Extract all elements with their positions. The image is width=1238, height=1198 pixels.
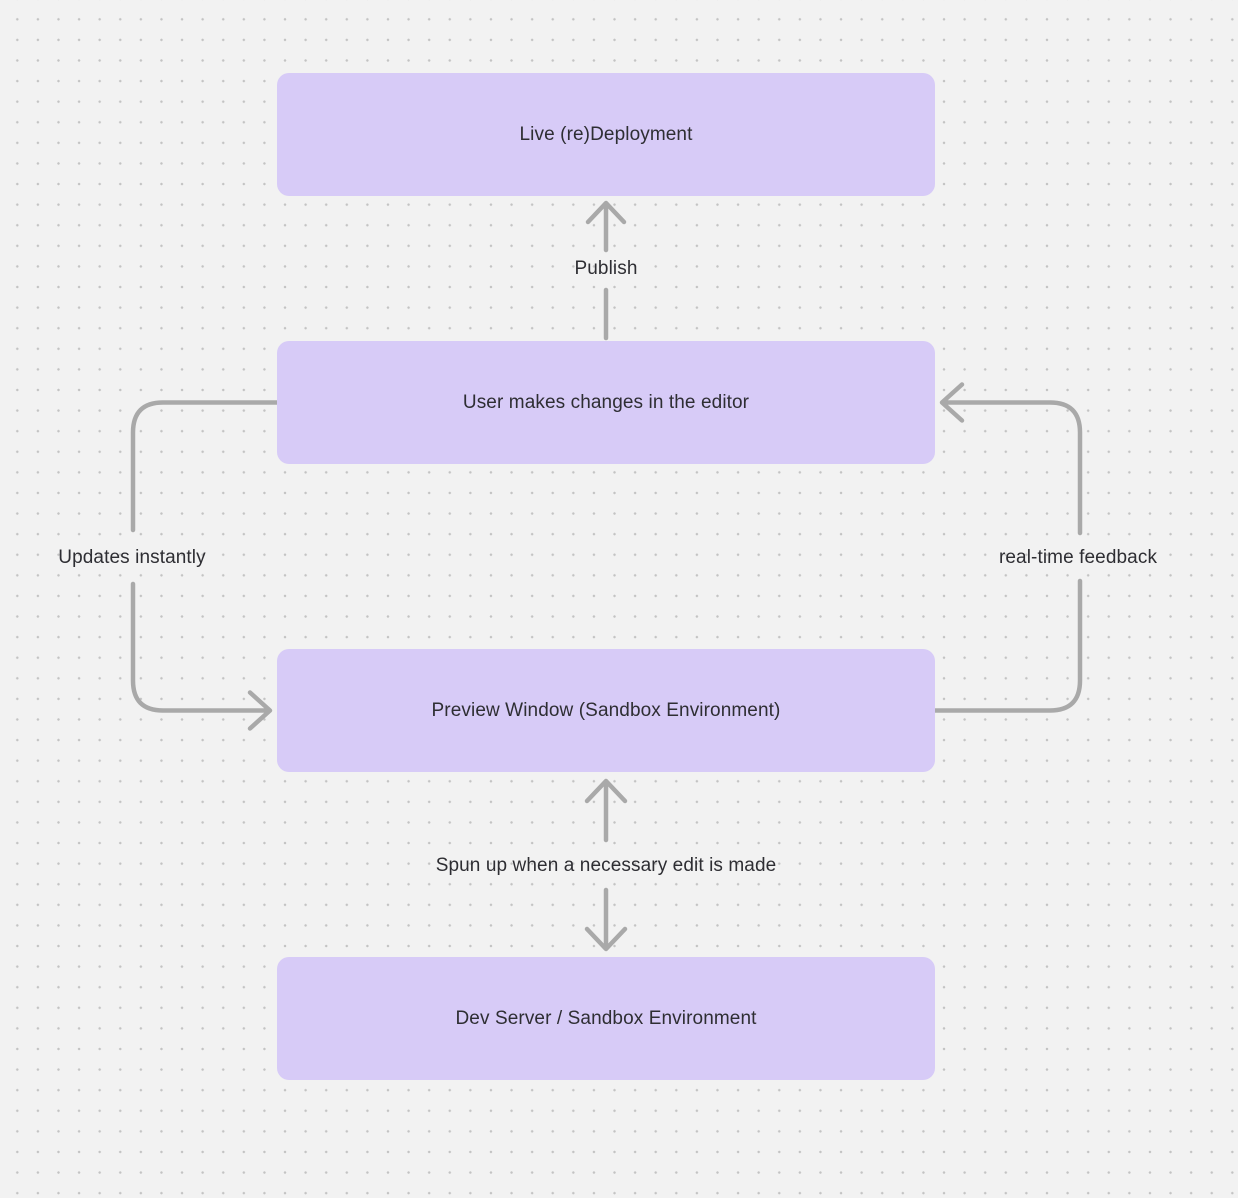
node-preview-window-label: Preview Window (Sandbox Environment) [431,699,781,721]
edge-label-spun-up: Spun up when a necessary edit is made [435,855,777,876]
node-editor[interactable]: User makes changes in the editor [277,341,935,464]
node-live-deployment-label: Live (re)Deployment [519,123,693,145]
edge-label-realtime-feedback: real-time feedback [998,547,1158,568]
edge-label-publish: Publish [574,258,638,279]
node-dev-server[interactable]: Dev Server / Sandbox Environment [277,957,935,1080]
node-live-deployment[interactable]: Live (re)Deployment [277,73,935,196]
node-dev-server-label: Dev Server / Sandbox Environment [455,1007,757,1029]
node-editor-label: User makes changes in the editor [462,391,750,413]
edge-label-updates-instantly: Updates instantly [58,547,206,568]
node-preview-window[interactable]: Preview Window (Sandbox Environment) [277,649,935,772]
